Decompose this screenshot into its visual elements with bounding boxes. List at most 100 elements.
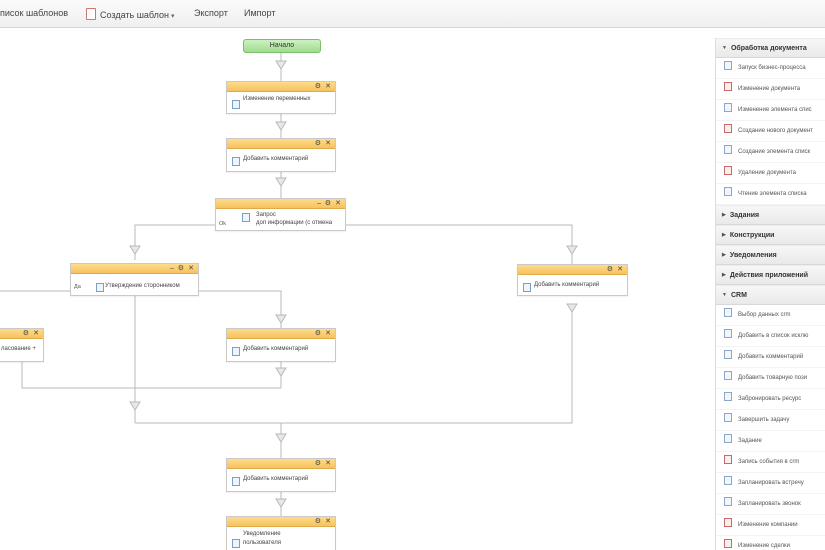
node-approval-partial[interactable]: ⚙ ✕ ласование + [0, 328, 44, 362]
export-link[interactable]: Экспорт [194, 8, 228, 18]
activity-label: Запись события в crm [738, 459, 800, 465]
node-header: ⚙ ✕ [227, 459, 335, 469]
activity-label: Запланировать встречу [738, 480, 804, 486]
activity-icon [724, 476, 732, 485]
activity-item[interactable]: Выбор данных crm [716, 305, 825, 326]
category-notifications[interactable]: ▶Уведомления [716, 245, 825, 265]
node-add-comment-1[interactable]: ⚙ ✕ Добавить комментарий [226, 138, 336, 172]
activity-item[interactable]: Запланировать звонок [716, 494, 825, 515]
activity-label: Изменение элемента спис [738, 107, 812, 113]
node-label: Добавить комментарий [243, 156, 309, 162]
gear-icon[interactable]: ⚙ [314, 330, 321, 337]
comment-icon [523, 283, 531, 292]
activity-icon [724, 434, 732, 443]
template-list-link[interactable]: писок шаблонов [0, 8, 69, 18]
close-icon[interactable]: ✕ [325, 518, 331, 525]
node-change-variables[interactable]: ⚙ ✕ Изменение переменных [226, 81, 336, 114]
node-label-line2: доп информации (с отмена [256, 220, 333, 226]
activity-label: Забронировать ресурс [738, 396, 802, 402]
activity-item[interactable]: Задание [716, 431, 825, 452]
branch-label-yes: Да [74, 284, 81, 290]
close-icon[interactable]: ✕ [335, 200, 341, 207]
activity-item[interactable]: Запись события в crm [716, 452, 825, 473]
create-template-button[interactable]: Создать шаблон▾ [86, 8, 175, 20]
activity-item[interactable]: Изменение сделки [716, 536, 825, 550]
activity-label: Задание [738, 438, 762, 444]
activity-label: Чтение элемента списка [738, 191, 807, 197]
gear-icon[interactable]: ⚙ [314, 460, 321, 467]
activity-item[interactable]: Создание нового документ [716, 121, 825, 142]
close-icon[interactable]: ✕ [325, 83, 331, 90]
gear-icon[interactable]: ⚙ [177, 265, 184, 272]
activity-icon [724, 103, 732, 112]
activity-item[interactable]: Изменение элемента спис [716, 100, 825, 121]
start-node[interactable]: Начало [243, 39, 321, 53]
activity-icon [724, 187, 732, 196]
import-link[interactable]: Импорт [244, 8, 276, 18]
activity-item[interactable]: Чтение элемента списка [716, 184, 825, 205]
workflow-canvas[interactable]: Начало ⚙ ✕ Изменение переменных ⚙ ✕ Доба… [0, 28, 705, 550]
category-document-processing[interactable]: ▼Обработка документа [716, 38, 825, 58]
node-add-comment-right[interactable]: ⚙ ✕ Добавить комментарий [517, 264, 628, 296]
activity-item[interactable]: Добавить комментарий [716, 347, 825, 368]
node-approval[interactable]: – ⚙ ✕ Да Утверждение сторонником [70, 263, 199, 296]
activity-item[interactable]: Добавить товарную пози [716, 368, 825, 389]
activity-label: Запланировать звонок [738, 501, 801, 507]
category-label: Задания [729, 212, 760, 219]
activity-icon [724, 497, 732, 506]
gear-icon[interactable]: ⚙ [324, 200, 331, 207]
category-label: Уведомления [729, 252, 777, 259]
gear-icon[interactable]: ⚙ [314, 140, 321, 147]
category-crm[interactable]: ▼CRM [716, 285, 825, 305]
activity-label: Создание нового документ [738, 128, 813, 134]
gear-icon[interactable]: ⚙ [314, 518, 321, 525]
close-icon[interactable]: ✕ [33, 330, 39, 337]
activity-icon [724, 392, 732, 401]
node-header: ⚙ ✕ [227, 82, 335, 92]
activity-item[interactable]: Добавить в список исклю [716, 326, 825, 347]
branch-label-ok: Ok [219, 221, 227, 227]
collapsed-icon: ▶ [722, 252, 726, 258]
close-icon[interactable]: ✕ [325, 330, 331, 337]
activity-icon [724, 145, 732, 154]
node-label: ласование + [1, 346, 36, 352]
crm-event-icon [724, 455, 732, 464]
activity-item[interactable]: Изменение документа [716, 79, 825, 100]
minimize-icon[interactable]: – [317, 200, 321, 207]
minimize-icon[interactable]: – [170, 265, 174, 272]
create-template-label: Создать шаблон [100, 10, 170, 20]
activity-item[interactable]: Изменение компании [716, 515, 825, 536]
activity-item[interactable]: Завершить задачу [716, 410, 825, 431]
close-icon[interactable]: ✕ [188, 265, 194, 272]
close-icon[interactable]: ✕ [325, 140, 331, 147]
activity-label: Выбор данных crm [738, 312, 791, 318]
activity-label: Удаление документа [738, 170, 796, 176]
activity-label: Создание элемента списк [738, 149, 811, 155]
chevron-down-icon: ▾ [171, 13, 175, 20]
close-icon[interactable]: ✕ [617, 266, 623, 273]
activities-panel: ▼Обработка документа Запуск бизнес-проце… [715, 38, 825, 550]
node-notify-user[interactable]: ⚙ ✕ Уведомление пользователя [226, 516, 336, 550]
notify-icon [232, 539, 240, 548]
activity-icon [724, 308, 732, 317]
category-label: Конструкции [729, 232, 775, 239]
node-request-info[interactable]: – ⚙ ✕ Запрос доп информации (с отмена Ok [215, 198, 346, 231]
category-app-actions[interactable]: ▶Действия приложений [716, 265, 825, 285]
node-header: – ⚙ ✕ [71, 264, 198, 274]
gear-icon[interactable]: ⚙ [314, 83, 321, 90]
activity-item[interactable]: Создание элемента списк [716, 142, 825, 163]
close-icon[interactable]: ✕ [325, 460, 331, 467]
gear-icon[interactable]: ⚙ [22, 330, 29, 337]
node-header: ⚙ ✕ [227, 517, 335, 527]
category-tasks[interactable]: ▶Задания [716, 205, 825, 225]
activity-item[interactable]: Запланировать встречу [716, 473, 825, 494]
activity-label: Запуск бизнес-процесса [738, 65, 806, 71]
deal-icon [724, 539, 732, 548]
node-add-comment-3[interactable]: ⚙ ✕ Добавить комментарий [226, 458, 336, 492]
node-add-comment-2[interactable]: ⚙ ✕ Добавить комментарий [226, 328, 336, 362]
activity-item[interactable]: Запуск бизнес-процесса [716, 58, 825, 79]
activity-item[interactable]: Забронировать ресурс [716, 389, 825, 410]
activity-item[interactable]: Удаление документа [716, 163, 825, 184]
category-constructs[interactable]: ▶Конструкции [716, 225, 825, 245]
gear-icon[interactable]: ⚙ [606, 266, 613, 273]
